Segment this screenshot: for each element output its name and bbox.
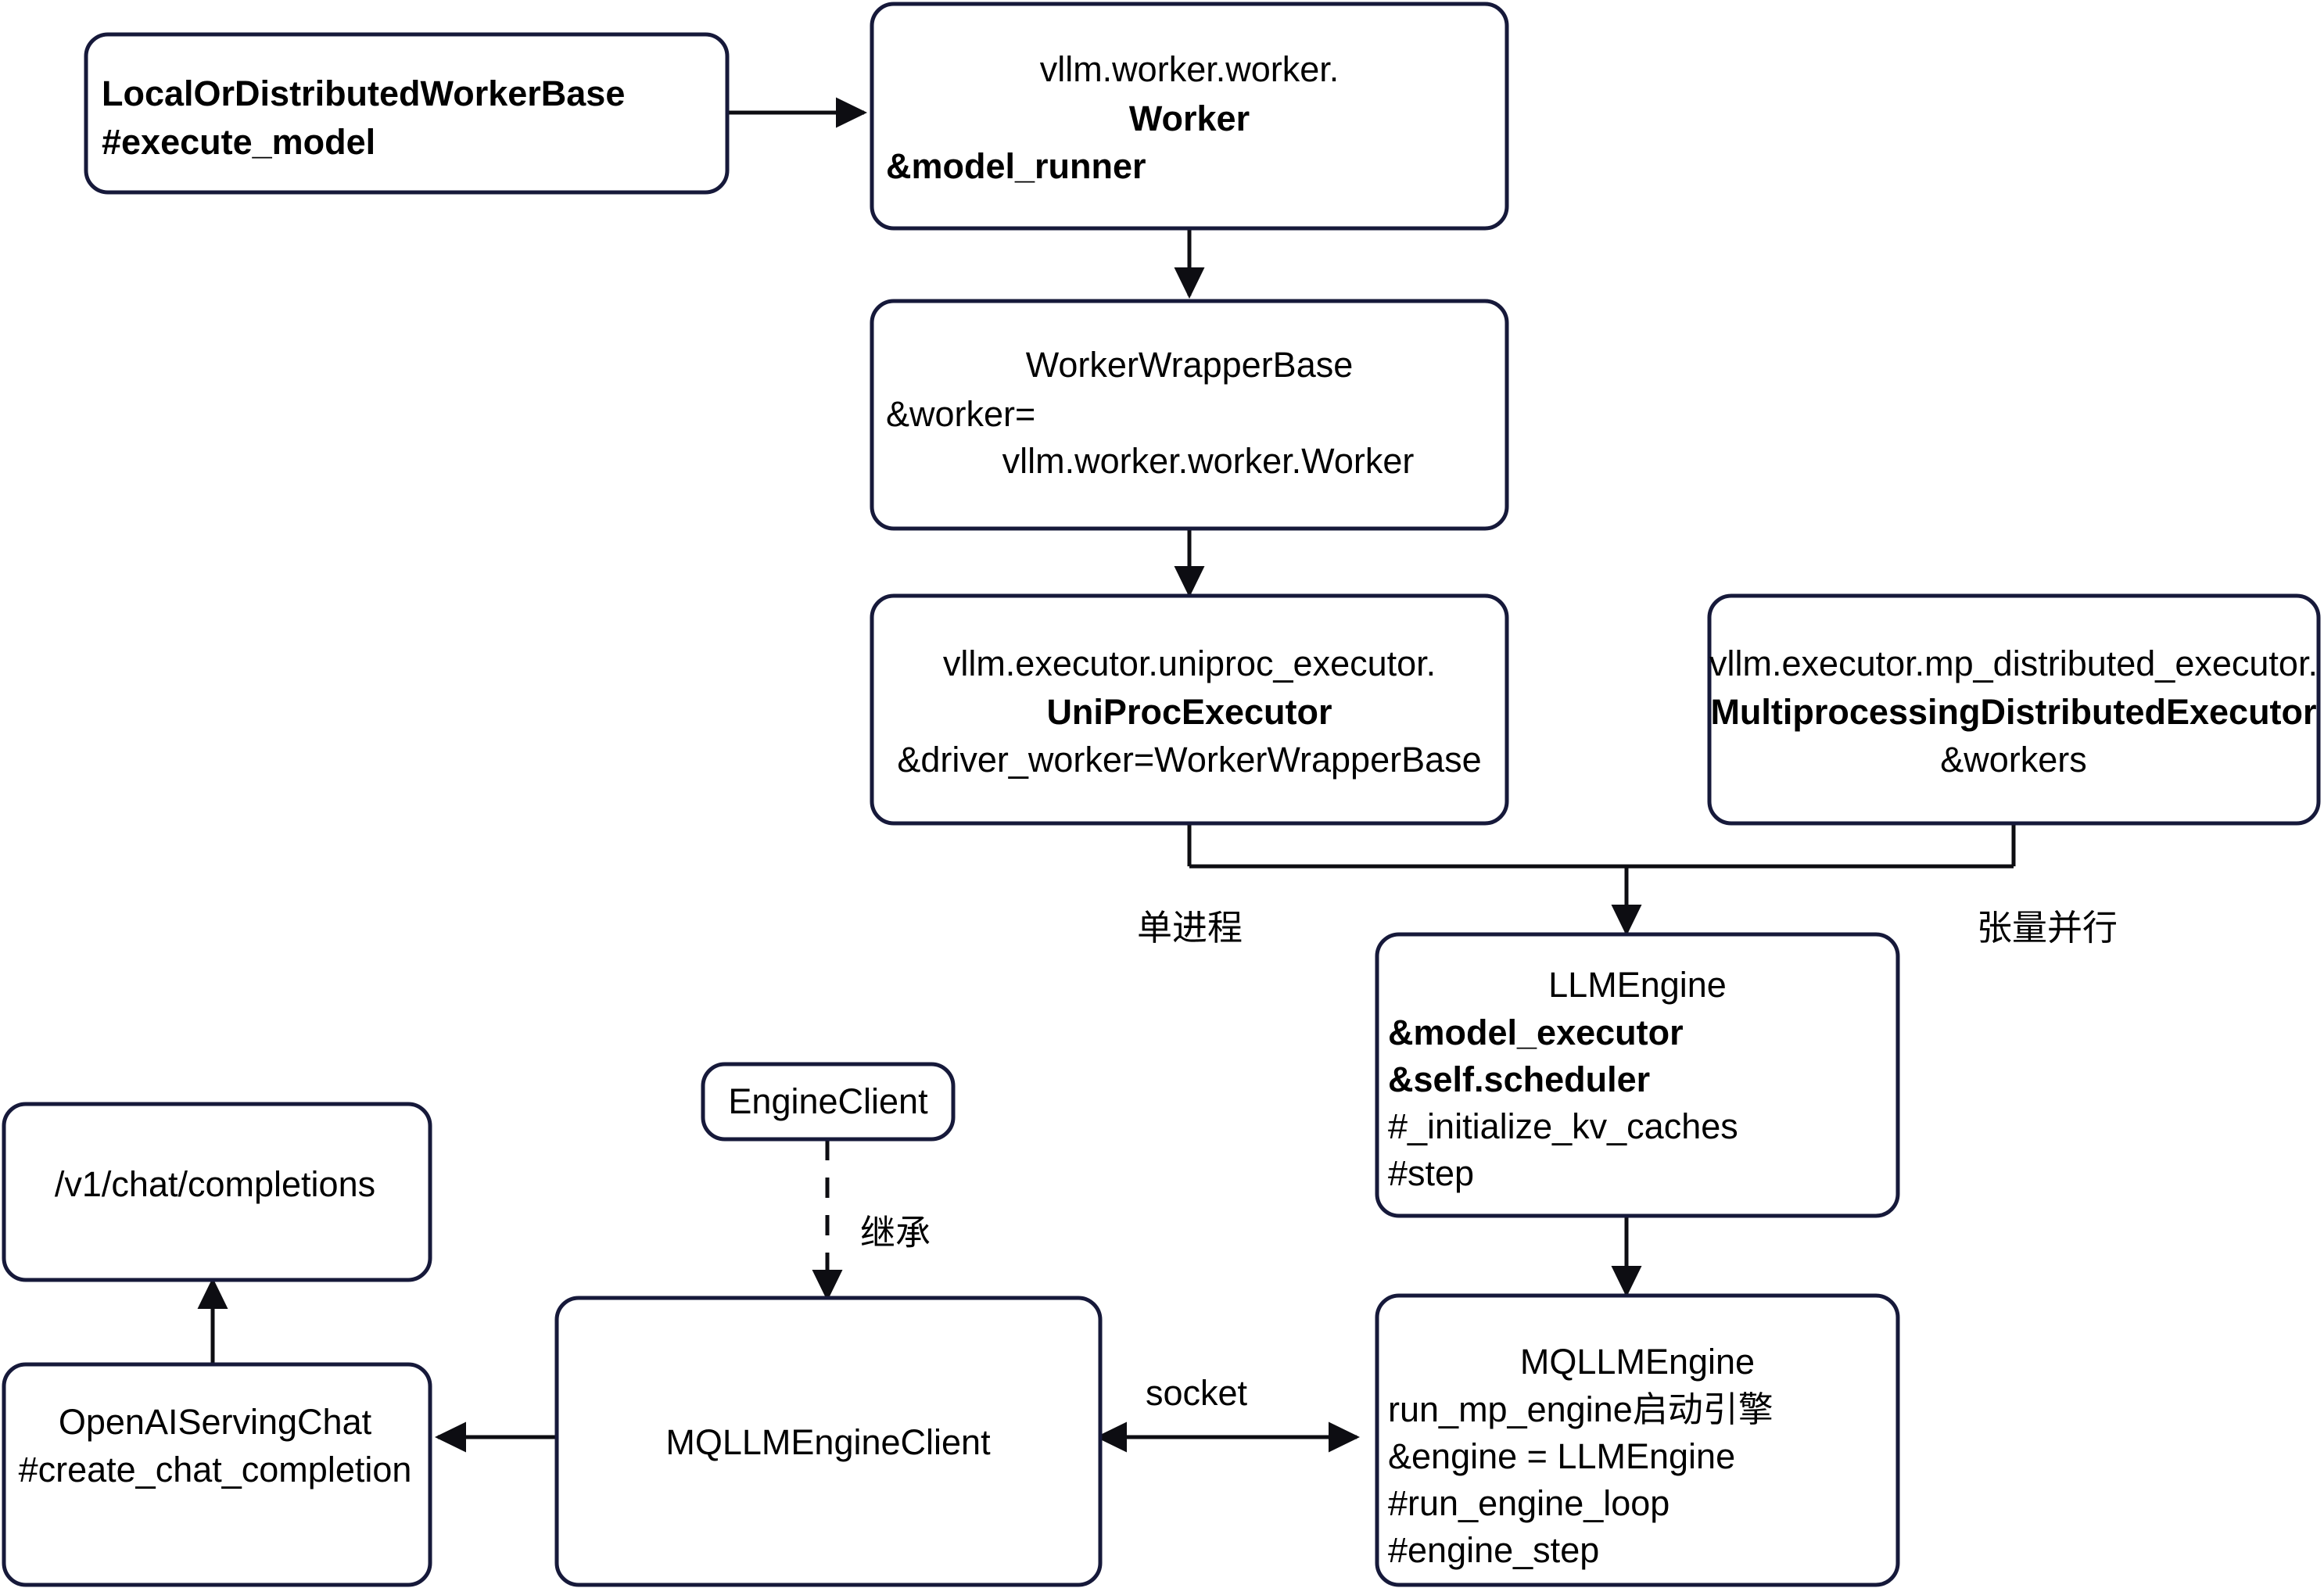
node-openai-serving-chat[interactable]: OpenAIServingChat #create_chat_completio…: [2, 1362, 432, 1587]
node-worker[interactable]: vllm.worker.worker. Worker &model_runner: [870, 2, 1509, 231]
edge-label-inheritance: 继承: [860, 1213, 931, 1253]
node-line-text: #run_engine_loop: [1388, 1483, 1669, 1523]
node-line-text: &workers: [1940, 740, 2087, 780]
node-line-text: &driver_worker=WorkerWrapperBase: [897, 740, 1481, 780]
node-line-text: #step: [1388, 1153, 1474, 1193]
node-box-rect[interactable]: [1375, 1293, 1900, 1587]
node-line-text: EngineClient: [728, 1081, 928, 1121]
node-line-text: vllm.executor.mp_distributed_executor.: [1709, 643, 2318, 683]
node-line-text: vllm.worker.worker.: [1040, 49, 1340, 89]
node-line-text: &model_runner: [886, 146, 1146, 186]
node-box-rect[interactable]: [2, 1362, 432, 1587]
node-line-text: LLMEngine: [1548, 965, 1727, 1005]
edge-label-socket: socket: [1146, 1373, 1248, 1413]
node-line-text: &self.scheduler: [1388, 1059, 1650, 1099]
node-line-text: #execute_model: [102, 122, 375, 162]
node-line-text: LocalOrDistributedWorkerBase: [102, 73, 625, 113]
node-box-rect[interactable]: [870, 2, 1509, 231]
edge-label-single-process: 单进程: [1137, 908, 1243, 948]
node-box-rect[interactable]: [870, 299, 1509, 531]
node-worker-wrapper-base[interactable]: WorkerWrapperBase &worker= vllm.worker.w…: [870, 299, 1509, 531]
node-box-rect[interactable]: [554, 1296, 1103, 1587]
node-line-text: &worker=: [886, 394, 1035, 434]
node-line-text: #_initialize_kv_caches: [1388, 1106, 1738, 1146]
node-line-text: &engine = LLMEngine: [1388, 1436, 1735, 1476]
node-line-text: OpenAIServingChat: [59, 1402, 372, 1442]
node-line-text: #create_chat_completion: [19, 1450, 412, 1489]
node-line-text: MultiprocessingDistributedExecutor: [1710, 692, 2316, 732]
node-line-text: #engine_step: [1388, 1530, 1599, 1570]
node-llm-engine[interactable]: LLMEngine &model_executor &self.schedule…: [1375, 932, 1900, 1218]
node-line-text: UniProcExecutor: [1046, 692, 1332, 732]
node-multiprocessing-distributed-executor[interactable]: vllm.executor.mp_distributed_executor. M…: [1707, 593, 2321, 826]
node-v1-chat-completions[interactable]: /v1/chat/completions: [2, 1102, 432, 1282]
node-line-text: MQLLMEngine: [1520, 1342, 1755, 1382]
edge-label-tensor-parallel: 张量并行: [1977, 908, 2118, 948]
node-box-rect[interactable]: [84, 32, 730, 195]
node-box-rect[interactable]: [701, 1062, 956, 1142]
node-local-or-distributed-worker-base[interactable]: LocalOrDistributedWorkerBase #execute_mo…: [84, 32, 730, 195]
edge-labels: 单进程 张量并行 继承 socket: [860, 908, 2118, 1413]
node-box-rect[interactable]: [2, 1102, 432, 1282]
node-box-rect[interactable]: [1375, 932, 1900, 1218]
node-line-text: /v1/chat/completions: [55, 1164, 375, 1204]
node-engine-client[interactable]: EngineClient: [701, 1062, 956, 1142]
node-line-text: Worker: [1129, 99, 1250, 138]
node-line-text: WorkerWrapperBase: [1026, 345, 1354, 385]
node-box-rect[interactable]: [1707, 593, 2321, 826]
node-line-text: MQLLMEngineClient: [665, 1422, 991, 1462]
node-mq-llm-engine-client[interactable]: MQLLMEngineClient: [554, 1296, 1103, 1587]
node-mq-llm-engine[interactable]: MQLLMEngine run_mp_engine启动引擎 &engine = …: [1375, 1293, 1900, 1587]
node-box-rect[interactable]: [870, 593, 1509, 826]
node-line-text: run_mp_engine启动引擎: [1388, 1389, 1773, 1429]
node-line-text: vllm.executor.uniproc_executor.: [943, 643, 1436, 683]
node-line-text: &model_executor: [1388, 1013, 1684, 1052]
connectors: [197, 97, 2016, 1453]
node-line-text: vllm.worker.worker.Worker: [1002, 441, 1415, 481]
node-uniproc-executor[interactable]: vllm.executor.uniproc_executor. UniProcE…: [870, 593, 1509, 826]
